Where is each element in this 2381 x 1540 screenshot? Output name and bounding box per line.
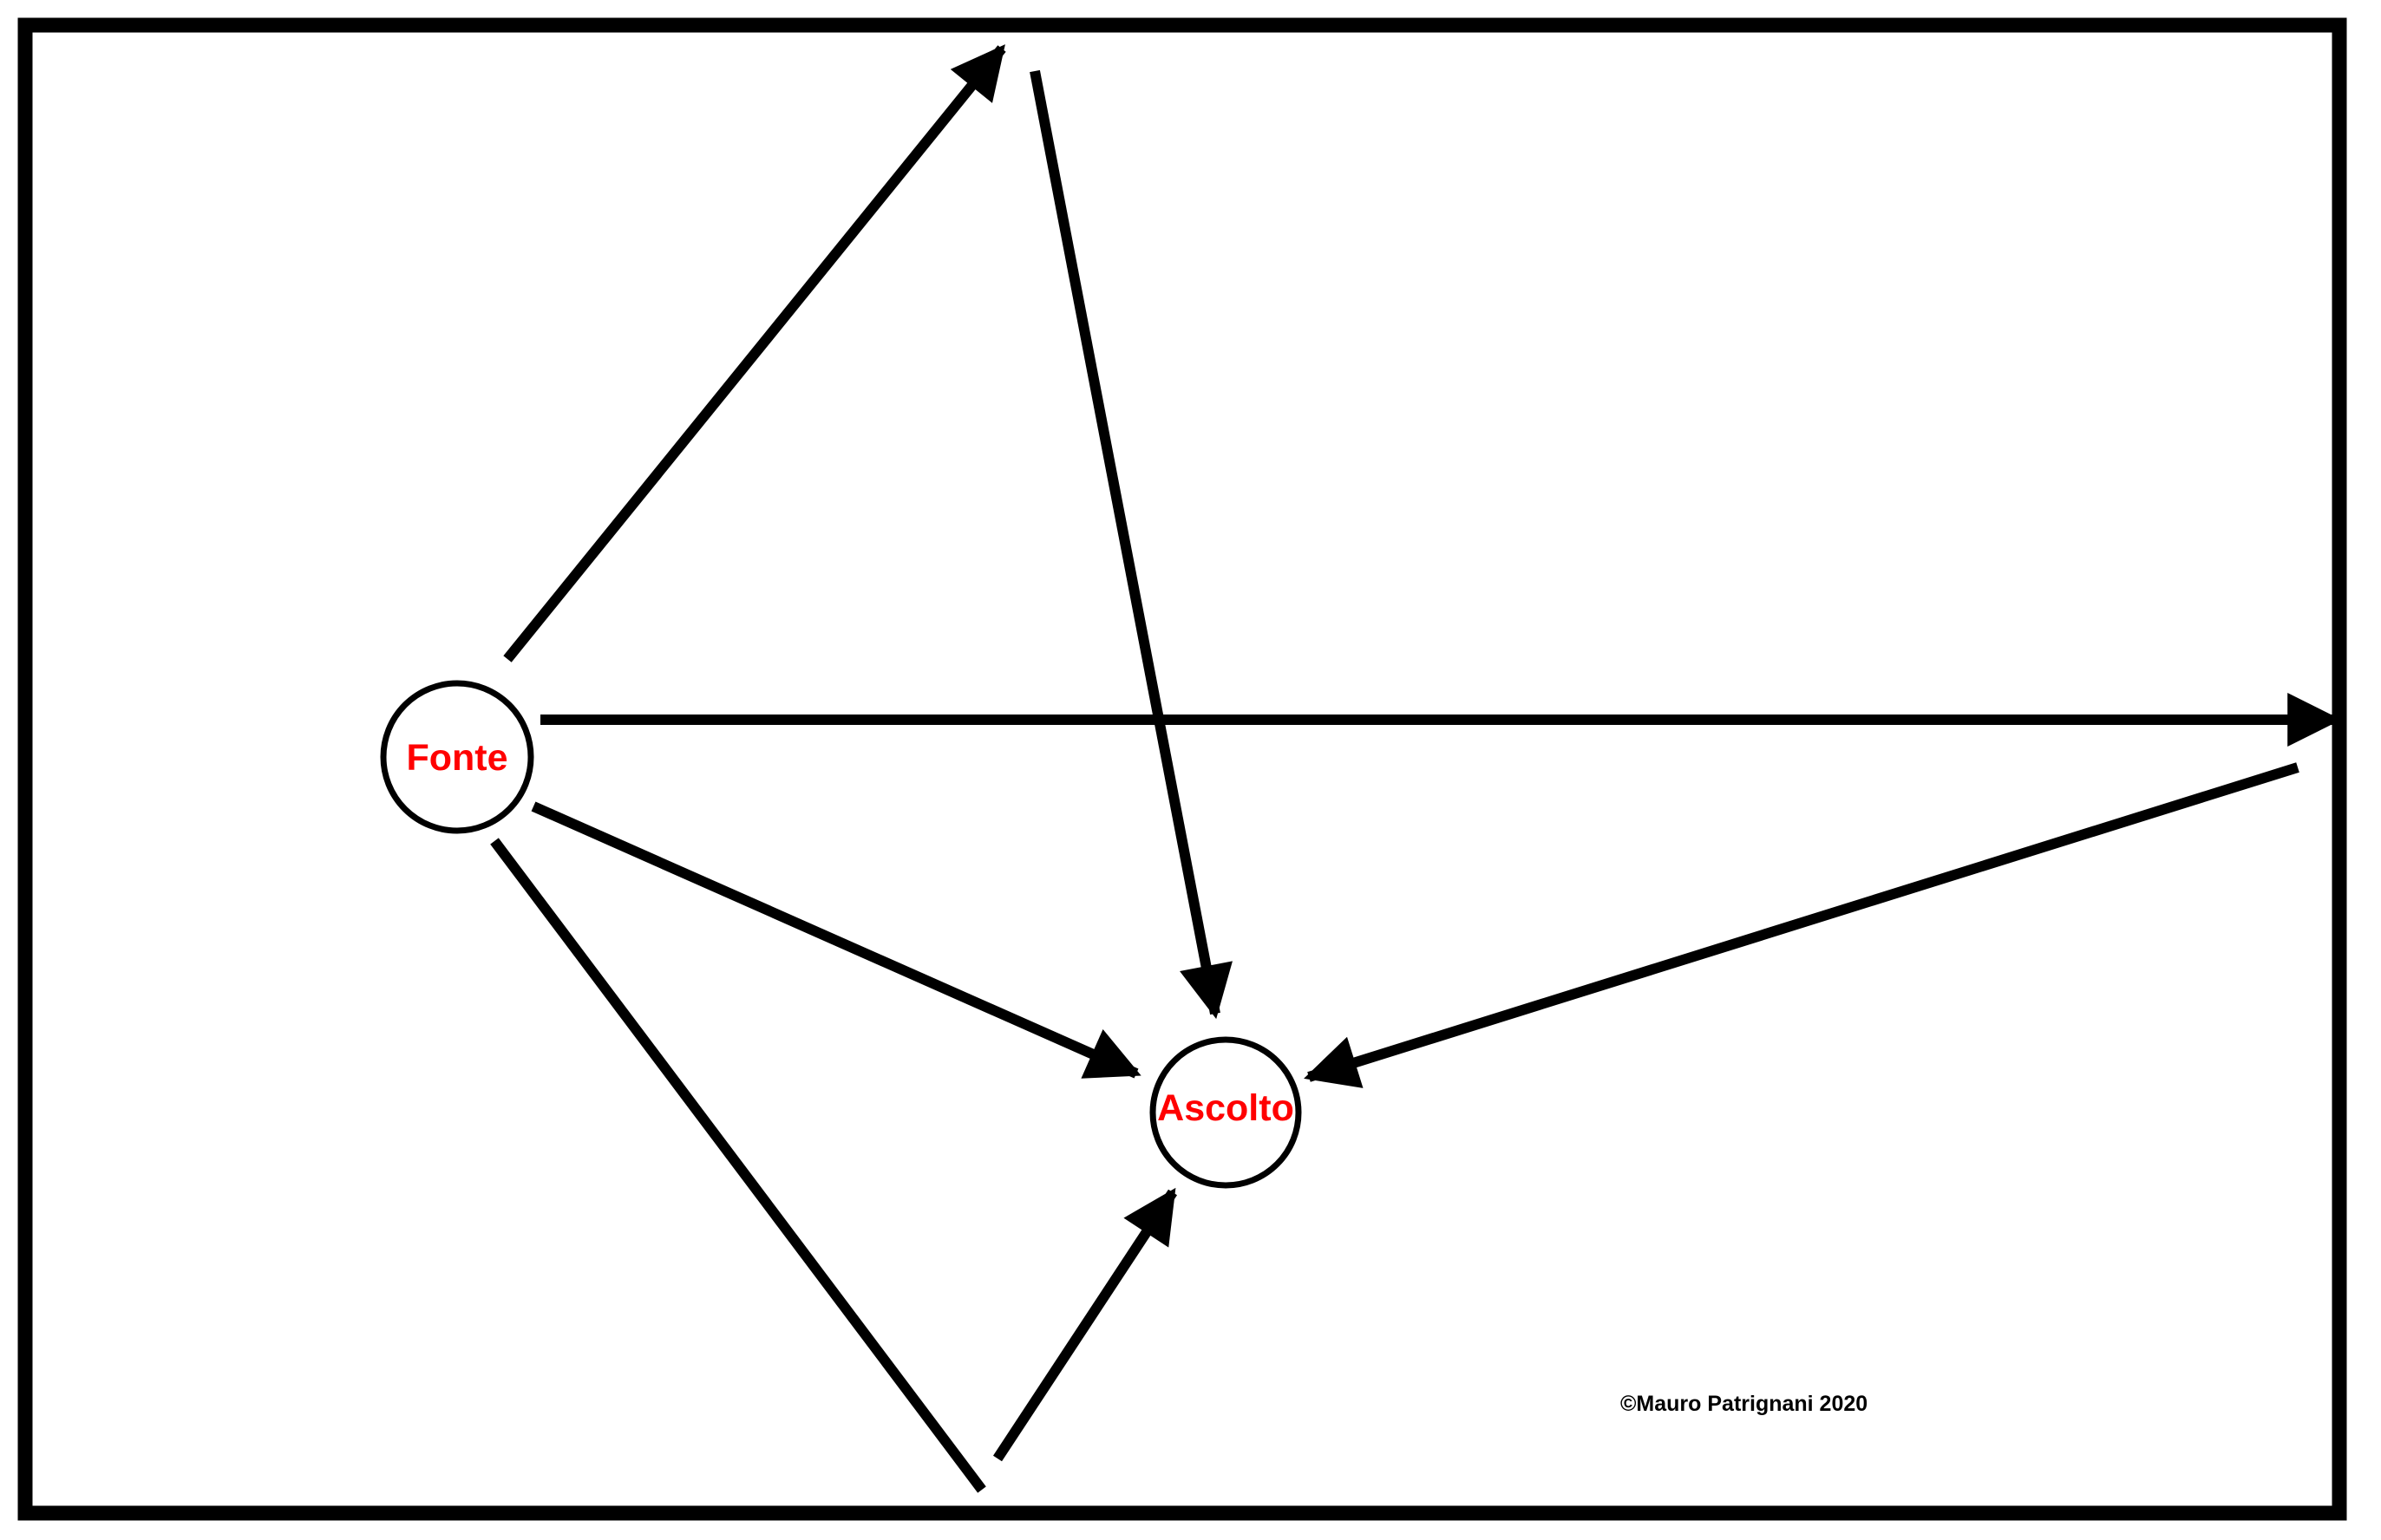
source-node: Fonte (380, 680, 534, 834)
listener-label: Ascolto (1157, 1087, 1294, 1129)
source-label: Fonte (406, 737, 507, 779)
right-reflected-arrow (1304, 762, 2299, 1088)
top-reflected-arrow (1030, 69, 1233, 1020)
top-incident-arrow (503, 44, 1006, 662)
listener-node: Ascolto (1149, 1036, 1302, 1189)
diagram-frame (17, 17, 2347, 1521)
direct-path-arrow (531, 801, 1141, 1079)
bottom-reflected-arrow (992, 1187, 1178, 1462)
source-circle (380, 680, 534, 834)
copyright-text: ©Mauro Patrignani 2020 (1620, 1392, 1868, 1416)
bottom-incident-line (490, 838, 986, 1493)
listener-circle (1149, 1036, 1302, 1189)
